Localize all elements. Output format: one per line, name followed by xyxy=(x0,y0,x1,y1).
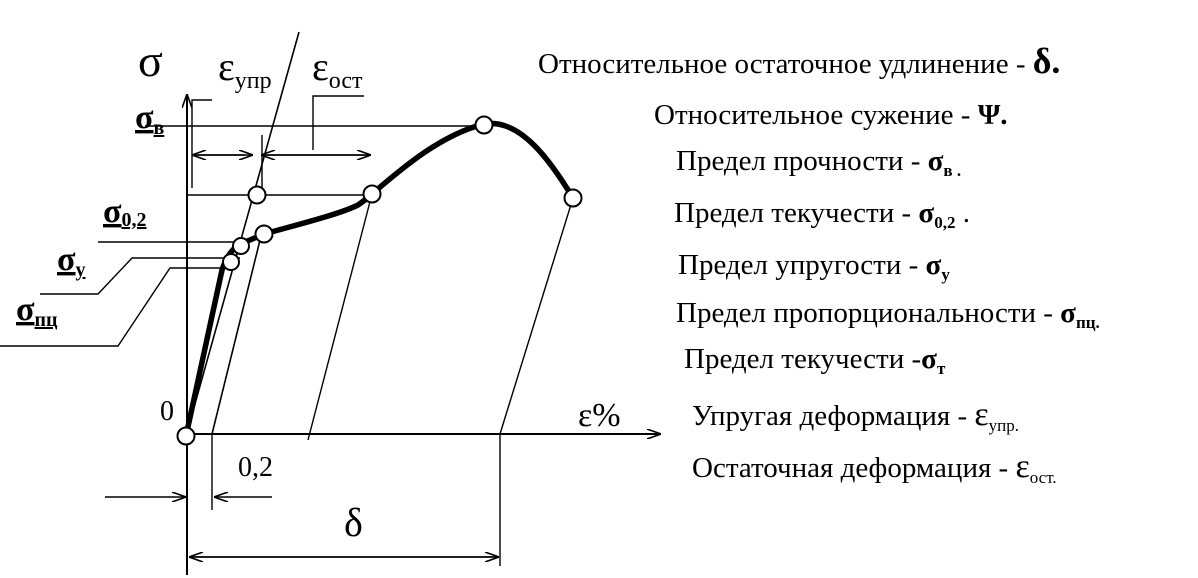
x-axis-label: ε% xyxy=(578,397,621,434)
point-elastic xyxy=(247,185,267,205)
offset-line xyxy=(211,231,263,435)
eps-upr-bracket xyxy=(191,99,212,188)
legend-item: Предел пропорциональности - σпц. xyxy=(676,297,1100,332)
sigma-y-leader xyxy=(40,257,240,295)
sigma-y-label: σу xyxy=(57,241,86,281)
offset-label: 0,2 xyxy=(238,452,273,483)
elastic-line xyxy=(185,31,300,437)
eps-ost-bracket xyxy=(312,95,364,150)
y-axis-label: σ xyxy=(138,35,163,86)
stress-strain-curve xyxy=(183,120,576,439)
legend-item: Остаточная деформация - εост. xyxy=(692,448,1057,488)
legend-item: Предел текучести - σ0,2 . xyxy=(674,197,970,232)
origin-label: 0 xyxy=(160,396,174,427)
legend-item: Относительное сужение - Ψ. xyxy=(654,99,1008,131)
unload-line-break xyxy=(499,197,574,435)
point-y xyxy=(232,237,250,255)
legend-item: Предел текучести -σт xyxy=(684,343,946,378)
point-02 xyxy=(254,224,274,244)
sigma-02-label: σ0,2 xyxy=(103,193,147,231)
eps-upr-label: εупр xyxy=(218,44,272,94)
sigma-v-label: σв xyxy=(135,99,165,139)
legend-item: Предел упругости - σу xyxy=(678,249,950,284)
legend-item: Упругая деформация - εупр. xyxy=(692,396,1020,436)
eps-ost-label: εост xyxy=(312,44,363,94)
legend: Относительное остаточное удлинение - δ. … xyxy=(520,30,1195,500)
unload-line-ost xyxy=(307,193,373,441)
point-pc xyxy=(222,253,240,271)
legend-item: Относительное остаточное удлинение - δ. xyxy=(538,41,1061,81)
legend-item: Предел прочности - σв . xyxy=(676,145,962,180)
sigma-pc-label: σпц xyxy=(16,291,58,331)
point-break xyxy=(563,188,583,208)
point-195 xyxy=(362,184,382,204)
sigma-pc-leader xyxy=(0,267,228,347)
point-max xyxy=(474,115,494,135)
origin-point xyxy=(176,426,196,446)
delta-label: δ xyxy=(344,500,363,545)
